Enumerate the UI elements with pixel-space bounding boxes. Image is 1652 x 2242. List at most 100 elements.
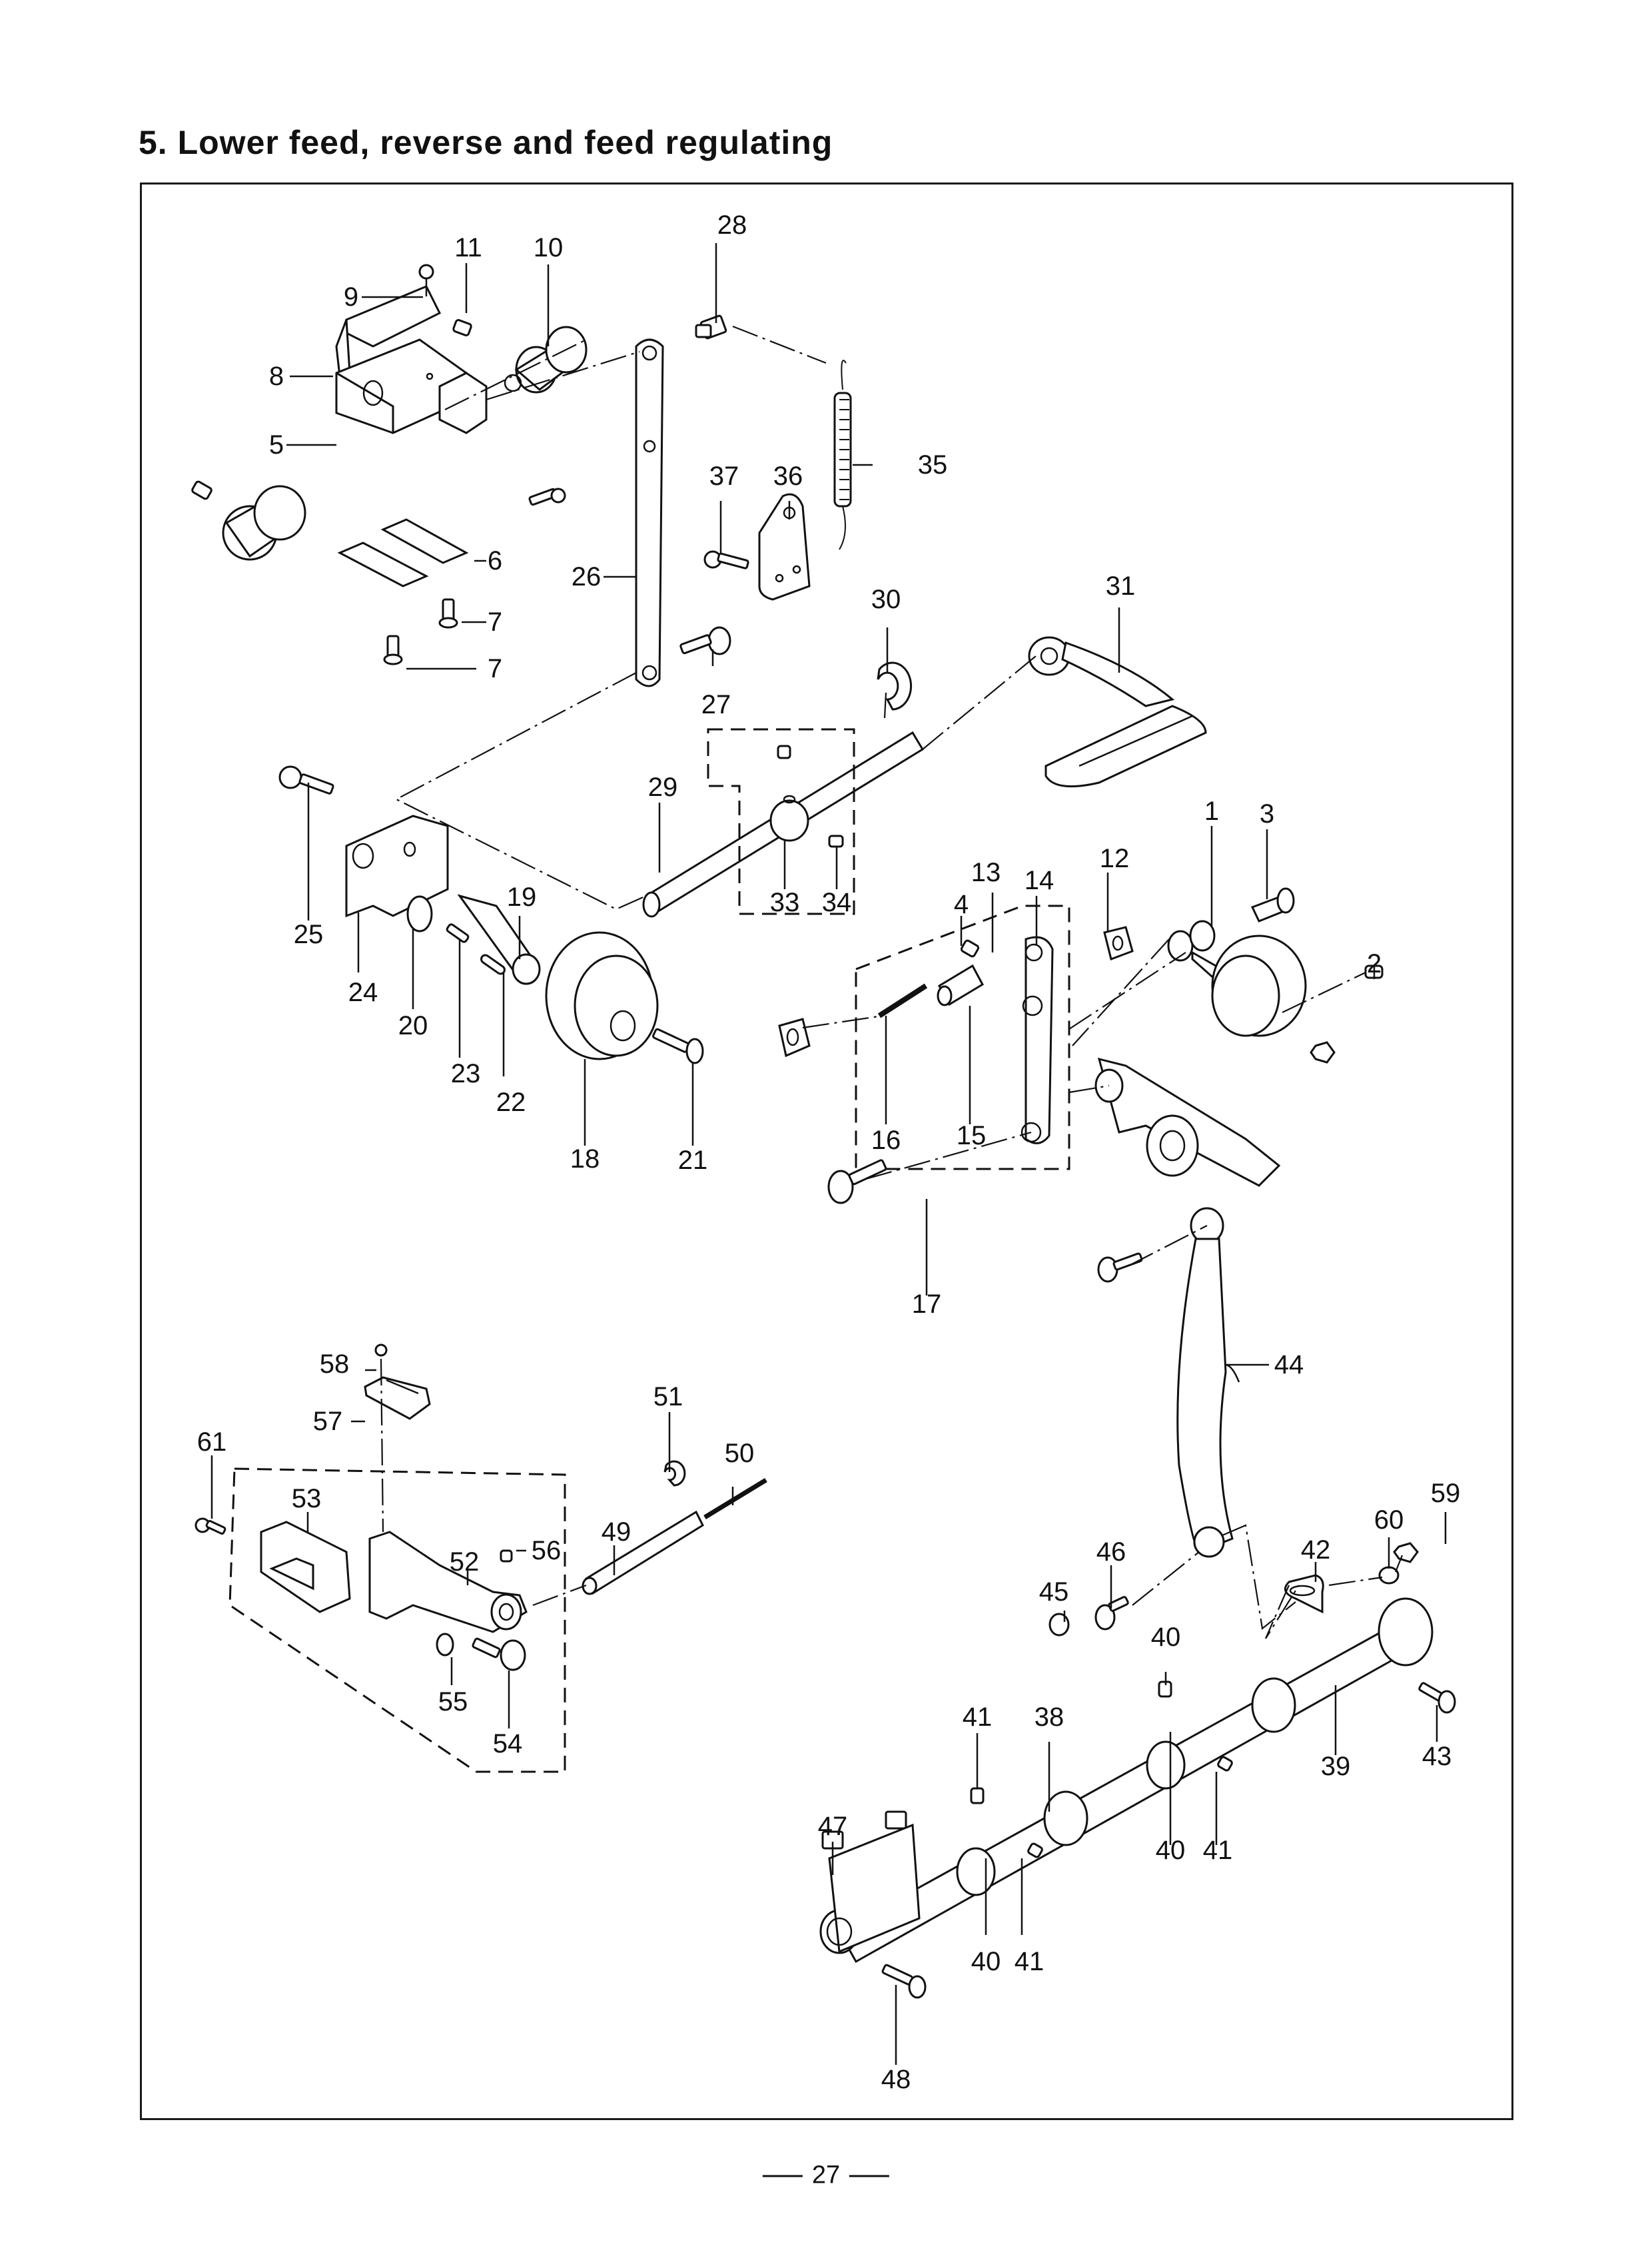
part-label-6: 6 — [487, 546, 503, 575]
screw-43 — [1418, 1682, 1456, 1714]
setscrews-40-41 — [970, 1681, 1233, 1858]
part-label-17: 17 — [911, 1290, 942, 1319]
setscrew-56 — [500, 1549, 513, 1563]
part-label-31: 31 — [1105, 571, 1136, 601]
roller-10 — [504, 326, 588, 394]
part-label-53: 53 — [291, 1484, 322, 1513]
part-label-23: 23 — [450, 1059, 481, 1088]
part-label-2: 2 — [1366, 949, 1382, 978]
part-label-10: 10 — [533, 233, 564, 262]
shaft-49 — [582, 1510, 704, 1595]
screw-shaft-19 — [457, 894, 541, 985]
part-label-5: 5 — [268, 430, 284, 460]
part-label-42: 42 — [1300, 1535, 1331, 1565]
part-label-58: 58 — [319, 1349, 350, 1379]
part-label-57: 57 — [312, 1407, 343, 1436]
assembly-box-52 — [228, 1467, 566, 1773]
part-label-18: 18 — [570, 1144, 600, 1174]
part-label-26: 26 — [571, 562, 602, 591]
part-label-13: 13 — [971, 858, 1001, 887]
part-label-40: 40 — [971, 1947, 1001, 1976]
part-label-44: 44 — [1274, 1350, 1304, 1379]
setscrew-4 — [960, 939, 980, 958]
part-label-7: 7 — [487, 607, 503, 637]
part-label-36: 36 — [773, 462, 803, 491]
part-label-29: 29 — [647, 773, 678, 802]
nut-59 — [1393, 1542, 1419, 1563]
spring-16 — [877, 983, 928, 1018]
setscrew-left — [191, 480, 212, 500]
page-title: 5. Lower feed, reverse and feed regulati… — [139, 124, 833, 161]
link-14 — [1021, 936, 1054, 1144]
link-26 — [635, 338, 664, 687]
part-label-27: 27 — [701, 690, 731, 719]
cover-plate-8 — [335, 285, 442, 378]
nut-hex — [1310, 1041, 1336, 1064]
nut-12 — [1103, 926, 1134, 960]
slide-block-53 — [260, 1521, 351, 1613]
part-label-35: 35 — [917, 450, 948, 480]
part-label-59: 59 — [1430, 1479, 1461, 1508]
spring-35 — [833, 360, 852, 550]
part-label-49: 49 — [601, 1517, 631, 1547]
e-ring-30 — [877, 661, 913, 711]
part-label-21: 21 — [677, 1146, 708, 1175]
part-label-40: 40 — [1155, 1836, 1186, 1865]
block-24 — [345, 815, 449, 918]
nut-left-square — [778, 1018, 811, 1058]
part-label-40: 40 — [1150, 1623, 1181, 1652]
part-label-41: 41 — [1202, 1836, 1233, 1865]
crank-1 — [1167, 920, 1307, 1037]
assembly-box-29 — [707, 728, 855, 915]
dial-18 — [545, 931, 659, 1060]
screw-arm — [1097, 1252, 1143, 1283]
feed-shaft-38-39 — [837, 1597, 1434, 1964]
part-label-22: 22 — [496, 1088, 526, 1117]
part-label-3: 3 — [1259, 799, 1275, 829]
part-label-39: 39 — [1320, 1752, 1351, 1781]
washer-55 — [436, 1633, 454, 1657]
o-ring-20 — [406, 895, 433, 933]
screw-block-right — [528, 488, 566, 506]
spring-50 — [703, 1478, 767, 1519]
screw-45 — [1048, 1613, 1070, 1637]
screw-9 — [418, 264, 434, 296]
part-label-7: 7 — [487, 654, 503, 683]
screw-17 — [827, 1159, 887, 1204]
screws-7 — [383, 598, 458, 665]
part-label-41: 41 — [1014, 1947, 1044, 1976]
setscrew-11 — [452, 319, 472, 336]
part-label-15: 15 — [956, 1121, 987, 1150]
part-label-16: 16 — [871, 1126, 901, 1155]
part-label-20: 20 — [398, 1011, 428, 1040]
arm-44 — [1176, 1207, 1234, 1558]
part-label-28: 28 — [717, 210, 747, 240]
pin-22 — [480, 954, 506, 975]
part-label-33: 33 — [769, 888, 800, 917]
screw-25 — [278, 765, 334, 795]
part-label-41: 41 — [962, 1702, 993, 1732]
screw-21 — [652, 1028, 704, 1064]
assembly-box-13 — [855, 905, 1070, 1170]
part-label-43: 43 — [1422, 1742, 1452, 1771]
bushing-15 — [937, 964, 984, 1006]
part-label-45: 45 — [1038, 1577, 1069, 1607]
block-5 — [335, 338, 488, 434]
part-label-51: 51 — [653, 1382, 683, 1411]
screw-48 — [881, 1964, 927, 1999]
spring-23 — [446, 923, 470, 943]
pin-3 — [1250, 887, 1295, 923]
stud-46 — [1094, 1596, 1129, 1631]
part-label-47: 47 — [817, 1812, 848, 1841]
part-label-24: 24 — [348, 978, 378, 1007]
screw-27 — [679, 626, 731, 655]
diagram-frame — [140, 183, 1513, 2120]
roller-left — [222, 485, 306, 561]
part-label-4: 4 — [953, 890, 969, 919]
e-ring-51 — [663, 1460, 686, 1487]
washer-60 — [1378, 1566, 1400, 1585]
plate-36 — [758, 493, 811, 601]
part-label-37: 37 — [709, 462, 739, 491]
plates-6 — [337, 518, 469, 587]
part-label-34: 34 — [821, 888, 852, 917]
